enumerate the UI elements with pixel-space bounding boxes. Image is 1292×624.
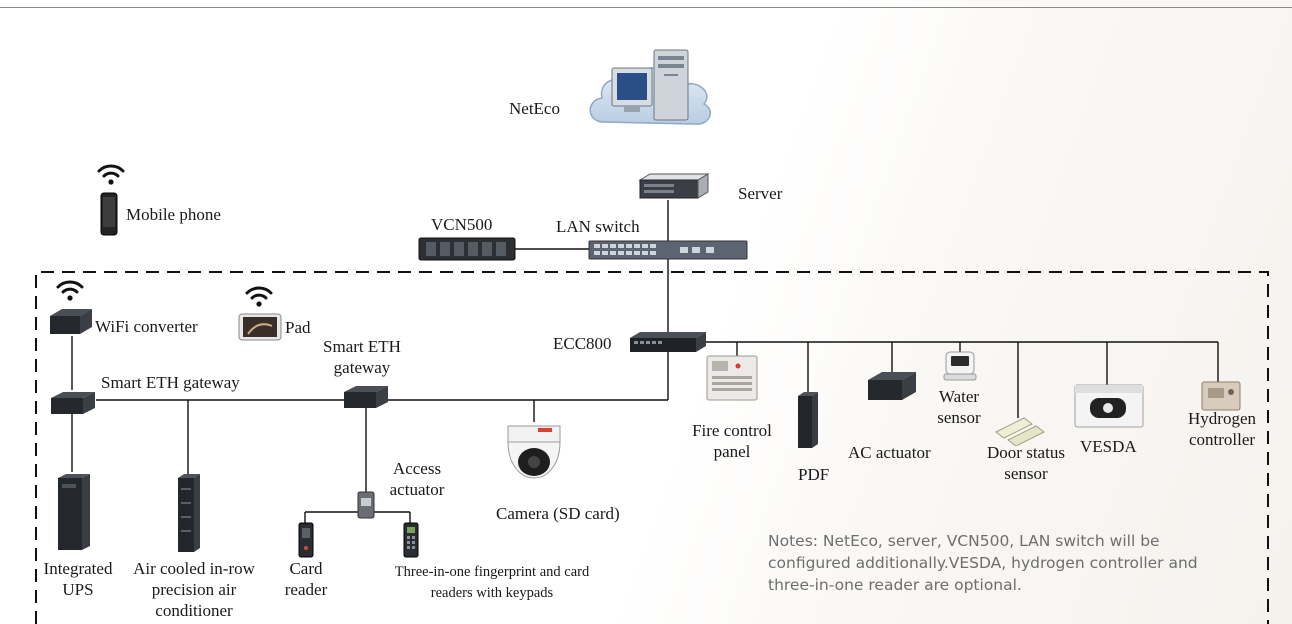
phone-icon (100, 192, 118, 236)
camera-icon (507, 425, 561, 479)
sensor-icon (298, 522, 314, 558)
wifi-converter-label: WiFi converter (95, 317, 198, 336)
monitor-icon (611, 67, 653, 112)
rack-server-icon (638, 173, 710, 199)
fire-panel-icon (706, 355, 758, 401)
sensor-icon (1201, 381, 1241, 411)
wifi-icon (56, 280, 84, 301)
vesda-icon (1074, 384, 1144, 428)
ecc800-label: ECC800 (553, 334, 612, 353)
sensor-icon (403, 522, 419, 558)
card-reader-label: Card reader (284, 559, 328, 599)
pad-label: Pad (285, 318, 311, 337)
air-conditioner-label: Air cooled in-row precision air conditio… (133, 559, 255, 620)
sensor-icon (943, 351, 977, 381)
smart-eth-gateway-left-label: Smart ETH gateway (101, 373, 240, 392)
controller-icon (630, 332, 706, 352)
gateway-icon (51, 392, 95, 414)
nvr-icon (418, 237, 516, 261)
camera-label: Camera (SD card) (496, 504, 620, 523)
cabinet-icon (178, 474, 200, 552)
ac-actuator-label: AC actuator (848, 443, 931, 462)
vcn500-label: VCN500 (431, 215, 493, 234)
controller-icon (357, 491, 375, 519)
cabinet-icon (798, 392, 818, 448)
sensor-icon (995, 417, 1045, 446)
wifi-icon (97, 164, 125, 185)
door-status-sensor-label: Door status sensor (987, 443, 1065, 483)
vesda-label: VESDA (1080, 437, 1137, 456)
smart-eth-gateway-mid-label: Smart ETH gateway (323, 337, 401, 377)
gateway-icon (344, 386, 388, 408)
cabinet-icon (58, 474, 90, 550)
dashed-boundary (35, 271, 1269, 624)
gateway-icon (868, 372, 916, 400)
access-actuator-label: Access actuator (389, 459, 445, 499)
mobile-phone-label: Mobile phone (126, 205, 221, 224)
pdf-label: PDF (798, 465, 830, 484)
fingerprint-reader-label: Three-in-one fingerprint and card reader… (394, 564, 590, 601)
fire-control-panel-label: Fire control panel (692, 421, 772, 461)
switch-icon (588, 240, 748, 260)
neteco-label: NetEco (509, 99, 560, 118)
cloud-icon (589, 49, 712, 125)
tower-server-icon (653, 49, 689, 121)
integrated-ups-label: Integrated UPS (43, 559, 113, 599)
lan-switch-label: LAN switch (556, 217, 640, 236)
gateway-icon (50, 309, 92, 334)
top-divider (0, 7, 1292, 8)
tablet-icon (238, 313, 282, 341)
water-sensor-label: Water sensor (937, 387, 981, 427)
notes: Notes: NetEco, server, VCN500, LAN switc… (768, 532, 1198, 594)
server-label: Server (738, 184, 783, 203)
wifi-icon (245, 286, 273, 307)
hydrogen-controller-label: Hydrogen controller (1188, 409, 1256, 449)
